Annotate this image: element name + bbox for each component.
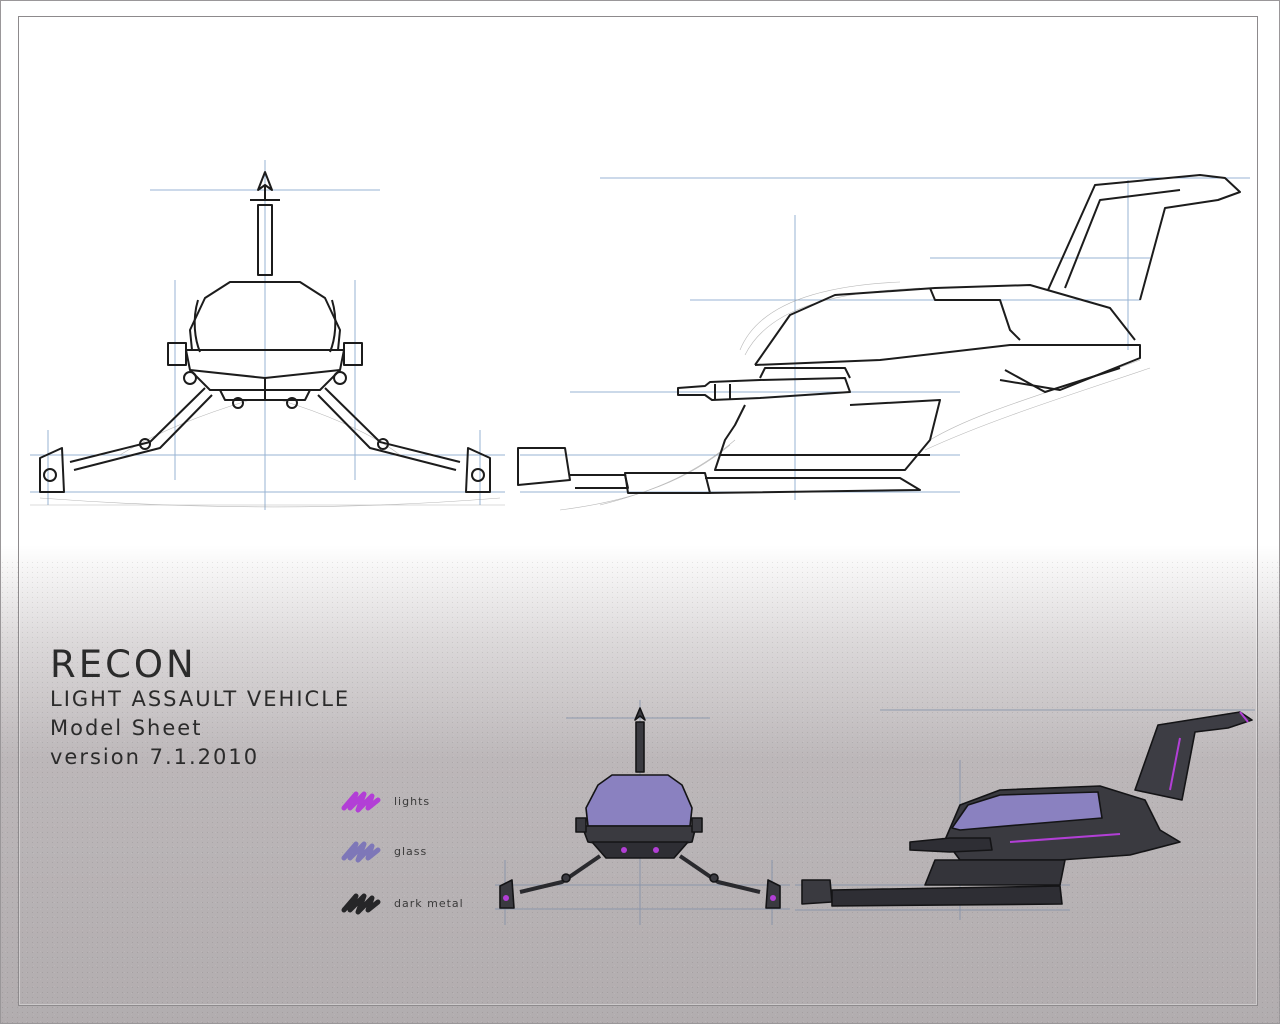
- legend-item-dark-metal: dark metal: [336, 888, 496, 918]
- legend-label-dark-metal: dark metal: [394, 897, 464, 910]
- front-view-sketch: [39, 171, 491, 493]
- side-view-sketch: [517, 174, 1241, 494]
- legend-label-glass: glass: [394, 845, 428, 858]
- vehicle-class: LIGHT ASSAULT VEHICLE: [50, 687, 351, 711]
- side-view-colored: [801, 711, 1253, 907]
- sheet-frame: [18, 16, 1258, 1006]
- black-scribble-swatch-icon: [341, 893, 381, 915]
- version-label: version 7.1.2010: [50, 745, 260, 769]
- vehicle-name: RECON: [50, 643, 197, 686]
- guide-lines-top: [30, 160, 1250, 510]
- title-block: RECON LIGHT ASSAULT VEHICLE Model Sheet …: [50, 645, 350, 772]
- legend-label-lights: lights: [394, 795, 431, 808]
- sheet-type: Model Sheet: [50, 716, 203, 740]
- lavender-scribble-swatch-icon: [341, 841, 381, 863]
- legend-item-glass: glass: [336, 836, 496, 866]
- legend-item-lights: lights: [336, 786, 496, 816]
- front-view-colored: [499, 707, 781, 909]
- purple-scribble-swatch-icon: [341, 791, 381, 813]
